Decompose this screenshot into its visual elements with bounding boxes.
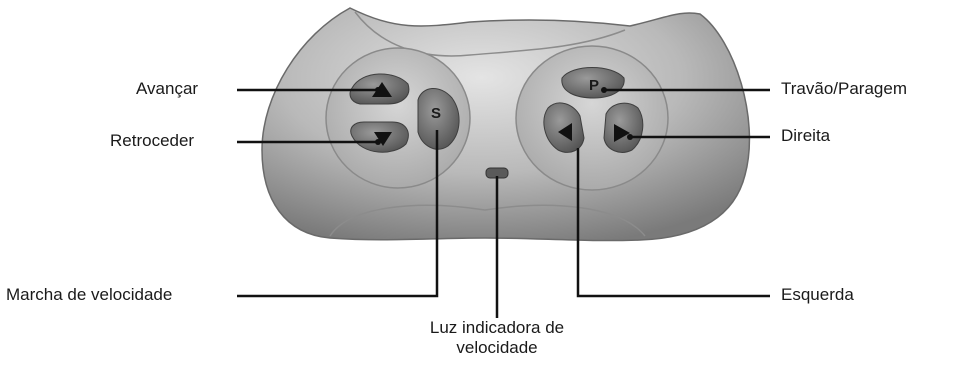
right-label: Direita [781,126,831,145]
triangle-up-icon [372,82,392,97]
speed-gear-label: Marcha de velocidade [6,285,173,304]
brake-label: Travão/Paragem [781,79,907,98]
right-button[interactable] [603,102,644,153]
left-button[interactable] [543,102,585,153]
speed-light-label-line2: velocidade [456,338,538,357]
leader-dots [375,87,633,145]
speed-light-label-line1: Luz indicadora de [429,318,565,337]
reverse-dot [375,139,381,145]
speed-button[interactable] [417,88,460,150]
left-leader-line [576,148,770,298]
forward-dot [375,87,381,93]
triangle-left-icon [558,123,572,141]
speed-gear-leader-line [237,130,439,298]
triangle-right-icon [614,124,630,142]
remote-body [261,7,751,242]
reverse-label: Retroceder [110,131,195,150]
speed-light-label: Luz indicadora de velocidade [397,318,597,358]
right-dot [627,134,633,140]
left-label: Esquerda [781,285,854,304]
brake-dot [601,87,607,93]
forward-label: Avançar [136,79,199,98]
leader-lines [237,88,770,318]
park-button-label: P [589,77,599,94]
triangle-down-icon [374,132,392,146]
speed-button-label: S [431,105,441,122]
